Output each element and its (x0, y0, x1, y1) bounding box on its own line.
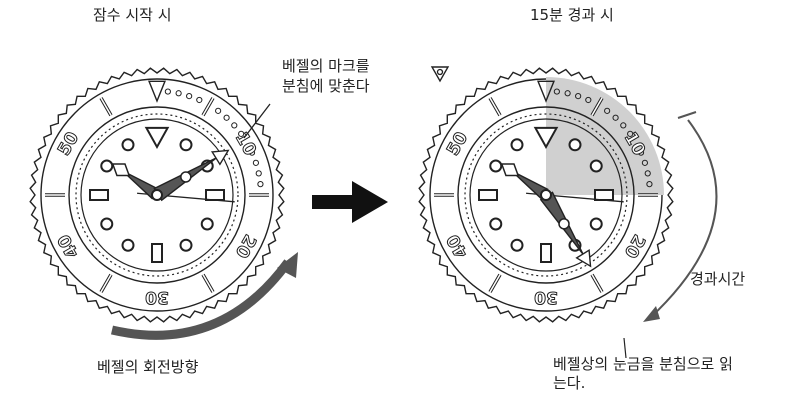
hour-marker-dot (200, 217, 214, 231)
minute-hand-ring (180, 171, 192, 183)
rotation-caption: 베젤의 회전방향 (97, 358, 199, 376)
bezel-dot (215, 107, 222, 114)
bezel-tick-major-inner (489, 97, 501, 116)
bezel-tick-major-inner (100, 97, 112, 116)
hour-marker-dot (568, 138, 582, 152)
hour-marker-12 (144, 126, 170, 150)
hour-hand-diamond (111, 163, 131, 177)
dial-inner (80, 118, 234, 272)
read-note-line2: 는다. (553, 374, 586, 392)
hour-marker-dot (510, 138, 524, 152)
dial-minute-track (75, 113, 239, 277)
hour-marker-dot (510, 238, 524, 252)
bezel-dot (612, 114, 619, 121)
bezel-dot (641, 159, 649, 166)
minute-hand-tip (210, 149, 230, 166)
bezel-dot (644, 170, 651, 177)
minute-hand-ring (558, 218, 570, 230)
bezel-number: 30 (145, 287, 169, 307)
bezel-dot (252, 159, 260, 166)
bezel-tick-major-inner (591, 274, 603, 293)
bezel-dot (175, 90, 182, 97)
bezel-dot (553, 88, 560, 95)
read-leader-line (623, 337, 627, 359)
hour-marker-dot (489, 217, 503, 231)
bezel-dot (575, 92, 582, 100)
hour-marker-dot (179, 138, 193, 152)
bezel-zero-triangle (148, 80, 166, 103)
right-arrow-icon (312, 181, 388, 223)
bezel-dot (231, 122, 238, 129)
hour-marker-dot (179, 238, 193, 252)
hour-marker-dot (589, 217, 603, 231)
bezel-tick-major-inner (489, 274, 501, 293)
bezel-dot (257, 181, 264, 188)
left-caption: 잠수 시작 시 (93, 6, 172, 24)
hour-marker-bar (478, 189, 498, 201)
read-note-line1: 베젤상의 눈금을 분침으로 읽 (553, 355, 733, 373)
bezel-dot (585, 96, 592, 104)
bezel-outer-ring (40, 78, 274, 312)
elapsed-start-tick (677, 111, 697, 119)
bezel-dot (196, 96, 203, 104)
elapsed-label: 경과시간 (690, 270, 746, 288)
center-cap (151, 189, 163, 201)
minute-hand-tip (575, 248, 592, 268)
mark-note-line1: 베젤의 마크를 (282, 57, 370, 75)
hour-marker-bar (89, 189, 109, 201)
mark-leader-line (243, 103, 271, 139)
hour-marker-dot (100, 217, 114, 231)
elapsed-time-arrow (649, 119, 718, 319)
bezel-dot (637, 149, 645, 156)
right-caption: 15분 경과 시 (530, 6, 614, 24)
bezel-tick-major-inner (202, 97, 214, 116)
hour-marker-dot (121, 238, 135, 252)
hour-marker-12 (533, 126, 559, 150)
rotation-direction-arrow (110, 259, 292, 340)
bezel-dot (620, 122, 627, 129)
hour-marker-bar (205, 189, 225, 201)
elapsed-arrowhead-icon (643, 306, 660, 322)
center-cap (540, 189, 552, 201)
bezel-dot (238, 130, 245, 137)
hour-marker-dot (121, 138, 135, 152)
bezel-dot (604, 107, 611, 114)
bezel-tick-major-inner (100, 274, 112, 293)
bezel-dot (248, 149, 256, 156)
bezel-dot (164, 88, 171, 95)
hour-marker-bar (594, 189, 614, 201)
hour-marker-dot (100, 159, 114, 173)
bezel-dot (186, 92, 193, 100)
hour-marker-bar (151, 243, 163, 263)
dial-outer (68, 106, 246, 284)
hour-hand-diamond (500, 163, 520, 177)
bezel-dot (627, 130, 634, 137)
bezel-dot (646, 181, 653, 188)
rotation-arrowhead-icon (277, 252, 298, 278)
bezel-tick-major-inner (591, 97, 603, 116)
bezel-number: 30 (534, 287, 558, 307)
bezel-dot (223, 114, 230, 121)
bezel-mark-icon (430, 66, 450, 83)
bezel-zero-triangle (537, 80, 555, 103)
hour-marker-dot (589, 159, 603, 173)
bezel-tick-major-inner (202, 274, 214, 293)
hour-marker-bar (540, 243, 552, 263)
dial-outer (457, 106, 635, 284)
mark-note-line2: 분침에 맞춘다 (282, 77, 370, 95)
dial-minute-track (464, 113, 628, 277)
hour-marker-dot (489, 159, 503, 173)
bezel-dot (564, 90, 571, 97)
elapsed-sector (546, 77, 664, 195)
dial-inner (469, 118, 623, 272)
bezel-dot (255, 170, 262, 177)
